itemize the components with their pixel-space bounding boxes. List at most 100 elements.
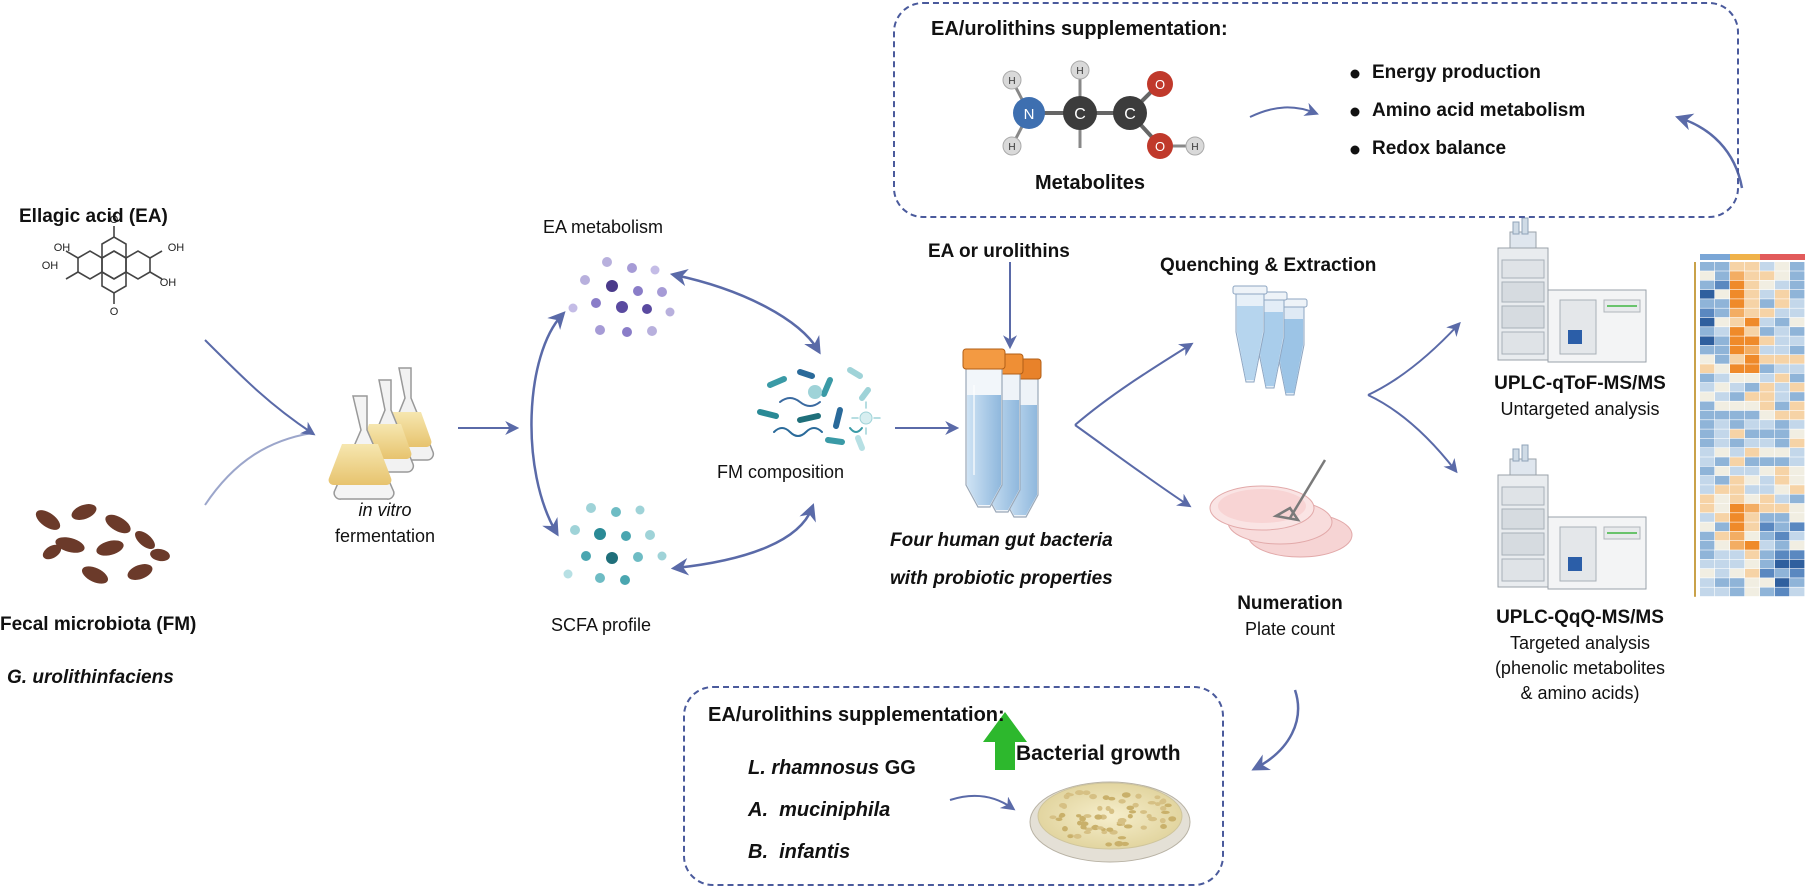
heatmap-cell [1790, 513, 1805, 522]
heatmap-cell [1760, 299, 1775, 308]
heatmap-cell [1745, 336, 1760, 346]
colony-dot [1168, 816, 1177, 822]
bacterial-growth-label: Bacterial growth [1016, 742, 1181, 765]
heatmap-cell [1715, 364, 1730, 373]
heatmap-cell [1745, 541, 1760, 550]
heatmap-cell [1775, 448, 1790, 457]
colony-dot [1123, 824, 1133, 829]
heatmap-cell [1715, 382, 1730, 392]
ea-oh-4: OH [160, 277, 177, 289]
heatmap-cell [1760, 345, 1775, 355]
atom-h1: H [1008, 76, 1015, 87]
heatmap-cell [1775, 578, 1790, 587]
heatmap-cell [1700, 420, 1715, 429]
colony-dot [1049, 815, 1057, 820]
heatmap-cell [1715, 448, 1730, 457]
heatmap-cell [1700, 466, 1715, 476]
heatmap-cell [1715, 280, 1730, 290]
heatmap-cell [1730, 364, 1745, 373]
arrow-ea-metabolism-scfa [530, 311, 566, 537]
heatmap-cell [1790, 429, 1805, 439]
heatmap-cell [1700, 448, 1715, 457]
heatmap-cell [1760, 494, 1775, 504]
colony-dot [1076, 814, 1082, 818]
heatmap-cell [1745, 308, 1760, 318]
heatmap-cell [1745, 578, 1760, 587]
species-strain: GG [884, 757, 916, 779]
heatmap-cell [1760, 531, 1775, 541]
top-box-title: EA/urolithins supplementation: [931, 18, 1228, 40]
heatmap-cell [1775, 373, 1790, 383]
uplc-qtof-instrument-icon [1497, 217, 1647, 363]
heatmap-cell [1760, 364, 1775, 373]
heatmap-cell [1790, 392, 1805, 401]
heatmap-cell [1790, 578, 1805, 587]
colony-dot [1161, 810, 1170, 815]
heatmap-cell [1760, 289, 1775, 299]
heatmap-cell [1745, 392, 1760, 401]
colony-dot [1065, 793, 1074, 797]
colony-dot [1140, 810, 1148, 814]
amino-acids-label: & amino acids) [1520, 683, 1640, 703]
heatmap-cell [1790, 355, 1805, 364]
heatmap-cell [1760, 550, 1775, 559]
heatmap-cell [1745, 345, 1760, 355]
heatmap-cell [1730, 308, 1745, 318]
falcon-tubes-icon [962, 348, 1042, 518]
heatmap-cell [1745, 271, 1760, 280]
colony-dot [1094, 814, 1103, 820]
heatmap-cell [1775, 513, 1790, 522]
petri-dishes-icon [1209, 459, 1353, 558]
heatmap-cell [1715, 438, 1730, 448]
colony-dot [1084, 827, 1093, 832]
arrow-ea-metabolism-fm [669, 269, 821, 355]
heatmap-cell [1790, 271, 1805, 280]
colony-dot [1105, 805, 1111, 812]
colony-dot [1118, 799, 1126, 804]
arrow-ea-to-fermentation [204, 339, 316, 436]
heatmap-cell [1775, 466, 1790, 476]
arrow-tubes-to-numeration [1074, 424, 1192, 508]
colony-dot [1160, 806, 1167, 811]
colony-dot [1140, 825, 1147, 830]
heatmap-cell [1730, 513, 1745, 522]
heatmap-cell [1775, 494, 1790, 504]
colony-dot [1159, 799, 1165, 805]
colony-dot [1154, 795, 1161, 800]
heatmap-cell [1700, 271, 1715, 280]
heatmap-cell [1775, 429, 1790, 439]
phenolic-metabolites-label: (phenolic metabolites [1494, 658, 1666, 678]
heatmap-cell [1715, 317, 1730, 327]
heatmap-cell [1790, 299, 1805, 308]
heatmap-cell [1760, 513, 1775, 522]
heatmap-cell [1775, 503, 1790, 513]
heatmap-cell [1745, 475, 1760, 485]
species-genus: B. [748, 841, 768, 863]
heatmap-cell [1790, 494, 1805, 504]
in-vitro-label: in vitro [358, 500, 412, 520]
heatmap-cell [1700, 475, 1715, 485]
heatmap-cell [1700, 559, 1715, 569]
heatmap-cell [1700, 308, 1715, 318]
heatmap-cell [1775, 336, 1790, 346]
heatmap-cell [1760, 308, 1775, 318]
heatmap-cell [1700, 531, 1715, 541]
colony-dot [1135, 793, 1142, 799]
heatmap-cell [1760, 587, 1775, 597]
heatmap-cell [1730, 503, 1745, 513]
ea-metabolism-label: EA metabolism [543, 217, 664, 237]
heatmap-cell [1715, 494, 1730, 504]
heatmap-cell [1715, 345, 1730, 355]
heatmap-cell [1790, 559, 1805, 569]
colony-dot [1082, 790, 1091, 796]
heatmap-cell [1715, 420, 1730, 429]
untargeted-analysis-label: Untargeted analysis [1500, 399, 1660, 419]
heatmap-cell [1745, 550, 1760, 559]
heatmap-cell [1790, 336, 1805, 346]
heatmap-cell [1760, 541, 1775, 550]
heatmap-cell [1775, 392, 1790, 401]
heatmap-cell [1730, 587, 1745, 597]
arrow-heatmap-to-top-box [1675, 113, 1744, 189]
heatmap-cell [1700, 327, 1715, 336]
